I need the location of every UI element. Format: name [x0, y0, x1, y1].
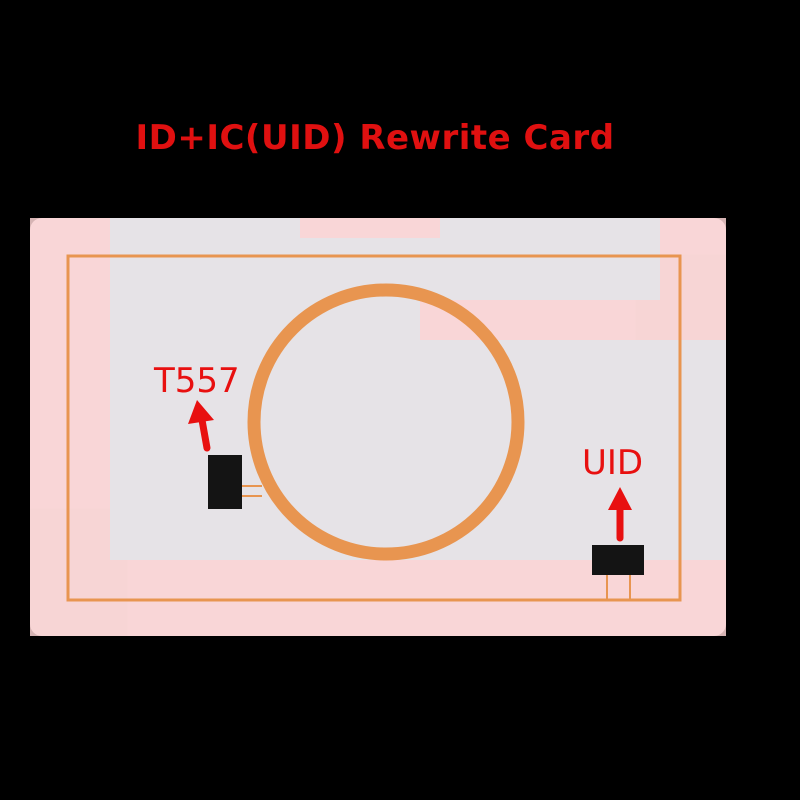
uid-chip-leads — [606, 574, 631, 600]
uid-chip — [592, 545, 644, 575]
t557-arrow — [188, 400, 214, 452]
t557-chip — [208, 455, 242, 509]
uid-arrow — [608, 487, 632, 542]
diagram-title: ID+IC(UID) Rewrite Card — [135, 118, 615, 158]
t557-chip-leads — [240, 485, 262, 497]
inner-circular-coil — [247, 283, 525, 561]
outer-antenna-loop — [66, 254, 682, 602]
t557-label: T557 — [154, 361, 240, 401]
uid-label: UID — [582, 443, 644, 483]
